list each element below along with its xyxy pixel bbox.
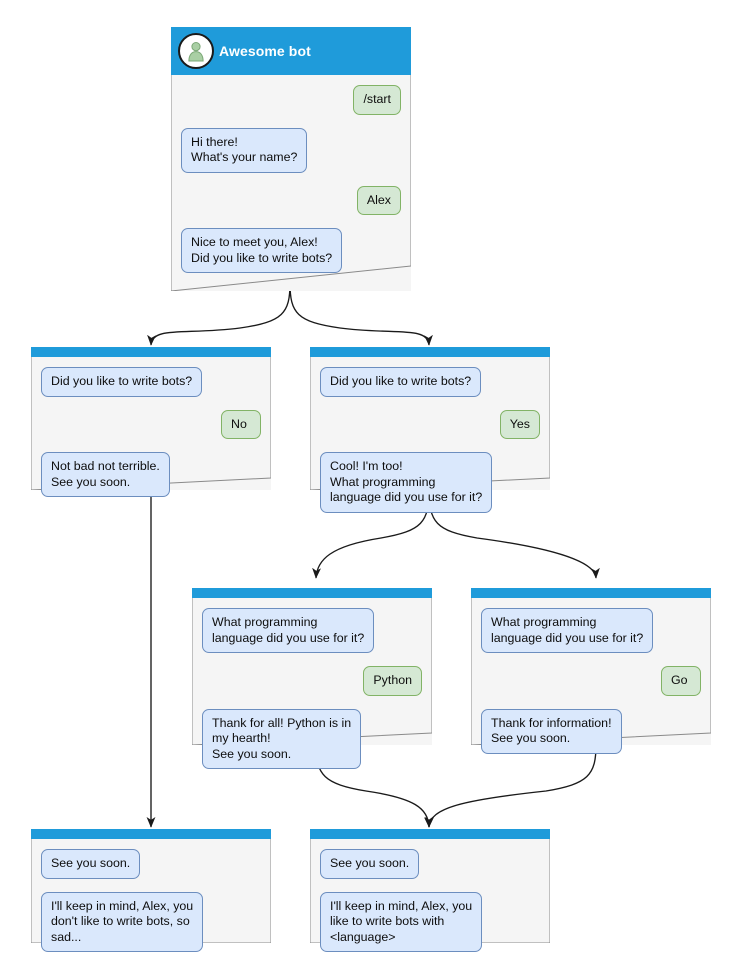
message-row: Alex	[181, 185, 401, 215]
card-end-no[interactable]: See you soon. I'll keep in mind, Alex, y…	[31, 829, 271, 952]
message-row: Thank for information! See you soon.	[481, 708, 701, 754]
card-root-header: Awesome bot	[171, 27, 411, 75]
user-bubble[interactable]: /start	[353, 85, 401, 115]
message-row: Cool! I'm too! What programming language…	[320, 452, 540, 513]
message-row: Go	[481, 666, 701, 696]
user-bubble[interactable]: Python	[363, 666, 422, 696]
bot-bubble[interactable]: Did you like to write bots?	[320, 367, 482, 397]
message-row: Nice to meet you, Alex! Did you like to …	[181, 228, 401, 273]
card-end-yes-messages: See you soon. I'll keep in mind, Alex, y…	[310, 839, 550, 952]
message-row: Hi there! What's your name?	[181, 127, 401, 173]
bot-bubble[interactable]: See you soon.	[41, 849, 141, 879]
user-bubble[interactable]: No	[221, 409, 261, 439]
message-row: Thank for all! Python is in my hearth! S…	[202, 708, 422, 769]
bot-bubble[interactable]: Did you like to write bots?	[41, 367, 203, 397]
bot-bubble[interactable]: What programming language did you use fo…	[481, 608, 654, 653]
message-row: I'll keep in mind, Alex, you like to wri…	[320, 891, 540, 952]
card-no-branch-messages: Did you like to write bots? No Not bad n…	[31, 357, 271, 497]
bot-bubble[interactable]: Thank for all! Python is in my hearth! S…	[202, 708, 362, 769]
message-row: See you soon.	[41, 849, 261, 879]
card-python-branch-messages: What programming language did you use fo…	[192, 598, 432, 769]
user-bubble[interactable]: Alex	[356, 185, 401, 215]
card-yes-branch[interactable]: Did you like to write bots? Yes Cool! I'…	[310, 347, 550, 513]
card-yes-branch-header	[310, 347, 550, 357]
card-no-branch-header	[31, 347, 271, 357]
card-python-branch-header	[192, 588, 432, 598]
bot-bubble[interactable]: See you soon.	[320, 849, 420, 879]
message-row: What programming language did you use fo…	[202, 608, 422, 653]
message-row: Not bad not terrible. See you soon.	[41, 452, 261, 497]
message-row: Yes	[320, 409, 540, 439]
bot-bubble[interactable]: I'll keep in mind, Alex, you like to wri…	[320, 891, 483, 952]
message-row: Python	[202, 666, 422, 696]
bot-bubble[interactable]: Hi there! What's your name?	[181, 127, 308, 173]
message-row: What programming language did you use fo…	[481, 608, 701, 653]
card-root[interactable]: Awesome bot /start Hi there! What's your…	[171, 27, 411, 291]
message-row: No	[41, 409, 261, 439]
bot-bubble[interactable]: Not bad not terrible. See you soon.	[41, 452, 170, 497]
card-root-messages: /start Hi there! What's your name? Alex …	[171, 75, 411, 273]
edge-root-to-no	[147, 282, 291, 346]
person-avatar-icon	[178, 33, 214, 69]
message-row: See you soon.	[320, 849, 540, 879]
message-row: Did you like to write bots?	[41, 367, 261, 397]
card-go-branch-header	[471, 588, 711, 598]
card-end-yes-header	[310, 829, 550, 839]
card-end-no-header	[31, 829, 271, 839]
user-bubble[interactable]: Go	[661, 666, 701, 696]
message-row: I'll keep in mind, Alex, you don't like …	[41, 891, 261, 952]
bot-bubble[interactable]: What programming language did you use fo…	[202, 608, 375, 653]
message-row: /start	[181, 85, 401, 115]
card-end-no-messages: See you soon. I'll keep in mind, Alex, y…	[31, 839, 271, 952]
card-go-branch-messages: What programming language did you use fo…	[471, 598, 711, 754]
bot-title: Awesome bot	[219, 43, 311, 59]
bot-bubble[interactable]: Cool! I'm too! What programming language…	[320, 452, 493, 513]
card-yes-branch-messages: Did you like to write bots? Yes Cool! I'…	[310, 357, 550, 513]
card-no-branch[interactable]: Did you like to write bots? No Not bad n…	[31, 347, 271, 497]
card-end-yes[interactable]: See you soon. I'll keep in mind, Alex, y…	[310, 829, 550, 952]
message-row: Did you like to write bots?	[320, 367, 540, 397]
user-bubble[interactable]: Yes	[499, 409, 540, 439]
bot-bubble[interactable]: Thank for information! See you soon.	[481, 708, 622, 754]
card-go-branch[interactable]: What programming language did you use fo…	[471, 588, 711, 754]
edge-root-to-yes	[289, 282, 433, 346]
card-python-branch[interactable]: What programming language did you use fo…	[192, 588, 432, 769]
bot-bubble[interactable]: I'll keep in mind, Alex, you don't like …	[41, 891, 204, 952]
bot-bubble[interactable]: Nice to meet you, Alex! Did you like to …	[181, 228, 343, 273]
